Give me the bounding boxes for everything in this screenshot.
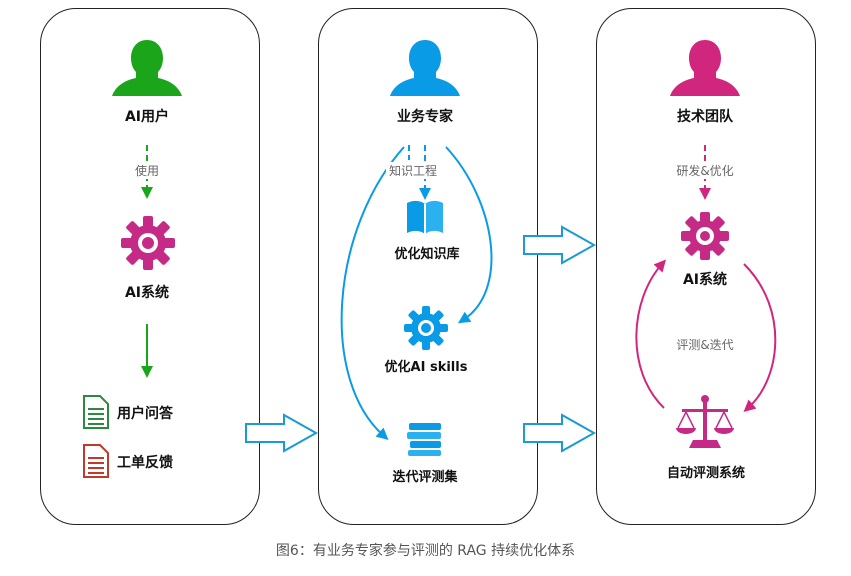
- optimize-skills-label: 优化AI skills: [384, 360, 468, 375]
- expert-to-skills-curve: [445, 146, 493, 324]
- optimize-kb-label: 优化知识库: [394, 247, 460, 262]
- knowledge-base-book-icon: [407, 200, 443, 234]
- red-document-icon: [83, 444, 109, 478]
- list-item: 工单反馈: [117, 455, 173, 471]
- middle-to-right-upper-arrow: [523, 225, 597, 265]
- middle-to-right-lower-arrow: [523, 413, 597, 453]
- left-ai-system-label: AI系统: [124, 285, 170, 301]
- ai-system-gear-icon: [121, 216, 175, 270]
- tech-team-person-icon: [670, 40, 740, 96]
- evaluation-set-label: 迭代评测集: [392, 470, 458, 485]
- evaluation-scale-icon: [676, 395, 734, 448]
- expert-to-evalset-curve: [340, 146, 405, 440]
- ai-user-person-icon: [112, 40, 182, 96]
- eval-to-system-curve: [635, 259, 666, 409]
- ai-skills-gear-icon: [404, 306, 448, 350]
- figure-caption: 图6：有业务专家参与评测的 RAG 持续优化体系: [275, 543, 576, 559]
- evaluate-iterate-label: 评测&迭代: [676, 338, 734, 352]
- knowledge-engineering-label: 知识工程: [385, 162, 441, 179]
- system-to-eval-curve: [743, 263, 777, 412]
- auto-eval-system-label: 自动评测系统: [666, 466, 746, 481]
- business-expert-title: 业务专家: [397, 109, 453, 125]
- ai-user-title: AI用户: [124, 109, 170, 125]
- tech-team-title: 技术团队: [677, 109, 733, 125]
- right-ai-system-label: AI系统: [682, 272, 728, 288]
- business-expert-person-icon: [390, 40, 460, 96]
- left-to-middle-arrow: [245, 413, 319, 453]
- right-ai-system-gear-icon: [681, 212, 729, 260]
- evaluation-set-books-icon: [407, 423, 441, 456]
- use-label: 使用: [131, 162, 163, 179]
- dev-optimize-label: 研发&优化: [673, 162, 737, 179]
- list-item: 用户问答: [117, 406, 173, 422]
- green-document-icon: [83, 395, 109, 429]
